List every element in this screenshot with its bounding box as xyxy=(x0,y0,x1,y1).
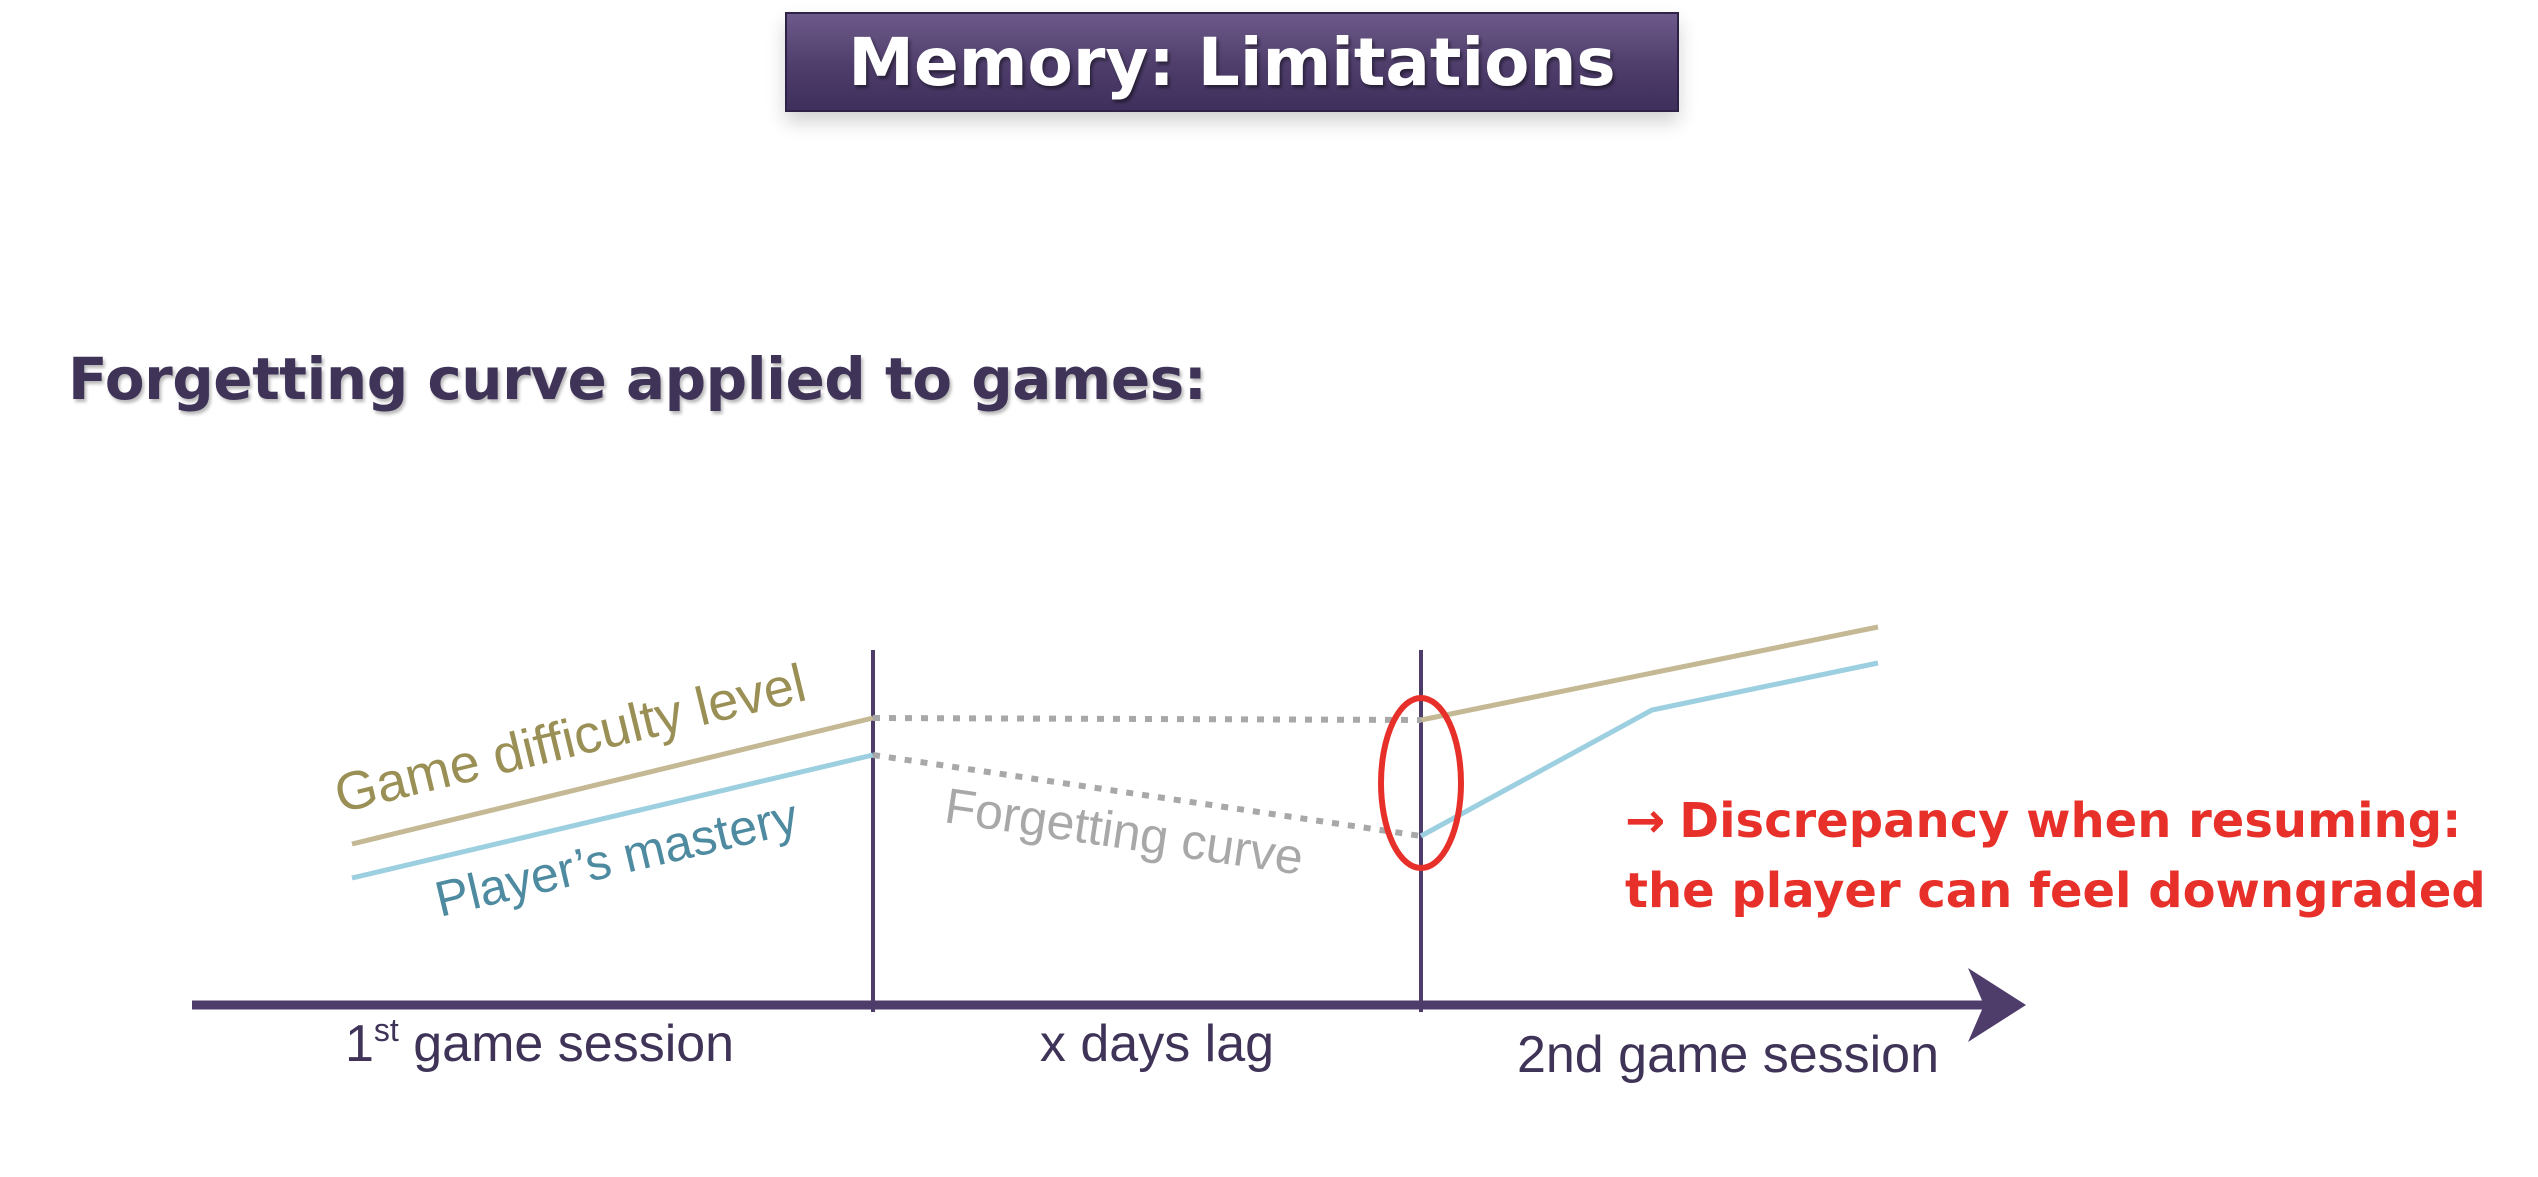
difficulty-label: Game difficulty level xyxy=(329,653,812,825)
forgetting-curve-line xyxy=(872,752,1422,839)
difficulty-line-session-2 xyxy=(1420,624,1879,723)
difficulty-line-session-1 xyxy=(351,715,874,847)
first-session-label: 1st game session xyxy=(345,1012,734,1073)
first-session-rest: game session xyxy=(399,1015,734,1073)
mastery-label: Player’s mastery xyxy=(430,788,803,928)
mastery-line-session-1 xyxy=(351,752,874,881)
difficulty-line-lag xyxy=(872,715,1422,723)
mastery-line-session-2 xyxy=(1419,660,1879,839)
conclusion-line-1-text: Discrepancy when resuming: xyxy=(1679,793,2462,849)
conclusion-line-1: →Discrepancy when resuming: xyxy=(1625,786,2486,856)
conclusion-line-2: the player can feel downgraded xyxy=(1625,863,2486,919)
time-axis-arrowhead xyxy=(1968,968,2026,1042)
slide-title-banner: Memory: Limitations xyxy=(785,12,1679,112)
forgetting-curve-label: Forgetting curve xyxy=(941,777,1307,885)
right-arrow-icon: → xyxy=(1625,793,1666,849)
slide-subtitle: Forgetting curve applied to games: xyxy=(68,345,1207,413)
second-session-label: 2nd game session xyxy=(1517,1026,1939,1084)
discrepancy-conclusion: →Discrepancy when resuming: the player c… xyxy=(1625,786,2486,926)
first-session-number: 1 xyxy=(345,1015,374,1073)
lag-label: x days lag xyxy=(1040,1015,1274,1073)
slide-title: Memory: Limitations xyxy=(848,23,1616,101)
discrepancy-highlight-ellipse xyxy=(1378,695,1464,871)
first-session-suffix: st xyxy=(374,1012,399,1048)
